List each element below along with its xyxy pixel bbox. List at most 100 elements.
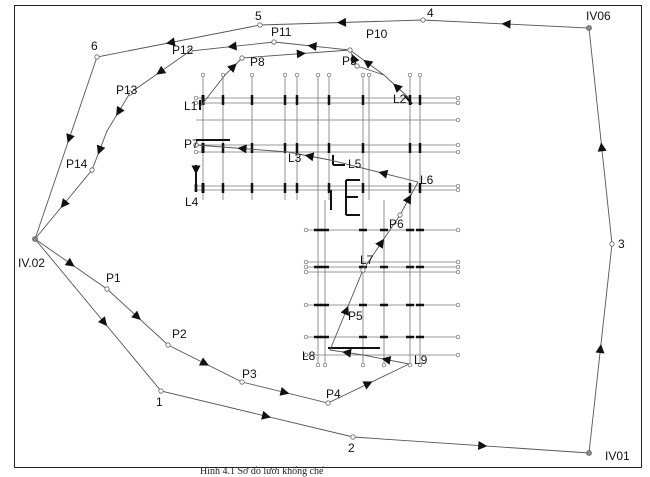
structure-column: [250, 183, 254, 193]
structure-column: [201, 95, 205, 105]
grid-bubble: [455, 117, 461, 123]
direction-arrow: [261, 410, 271, 420]
label-p13: P13: [116, 83, 138, 97]
structure-column: [201, 183, 205, 193]
grid-bubble: [455, 142, 461, 148]
grid-bubble: [407, 72, 413, 78]
label-l4: L4: [185, 195, 199, 209]
structure-column: [321, 228, 329, 232]
structure-column: [416, 303, 424, 307]
structure-column: [361, 143, 365, 153]
point-labels: IV.02 IV06 IV01 1 2 3 4 5 6 P1 P2 P3 P4 …: [18, 6, 630, 463]
structure-column: [250, 143, 254, 153]
structure-column: [416, 335, 424, 339]
grid-bubble: [294, 72, 300, 78]
label-p3: P3: [242, 367, 257, 381]
structure-walls: [195, 95, 413, 349]
structure-column: [406, 228, 414, 232]
structure-column: [416, 228, 424, 232]
grid-bubble: [303, 334, 309, 340]
label-p11: P11: [271, 25, 292, 39]
direction-arrow: [64, 257, 75, 267]
label-iv06: IV06: [586, 9, 611, 23]
grid-bubble: [326, 72, 332, 78]
grid-bubble: [455, 269, 461, 275]
direction-arrow: [165, 37, 176, 47]
structure-column: [408, 95, 412, 105]
label-p6: P6: [389, 217, 404, 231]
structure-column: [380, 228, 388, 232]
label-p5: P5: [348, 309, 363, 323]
label-l1: L1: [184, 99, 198, 113]
structure-column: [283, 95, 287, 105]
grid-bubble: [303, 227, 309, 233]
label-6: 6: [91, 39, 98, 53]
grid-bubble: [315, 72, 321, 78]
grid-bubble: [455, 95, 461, 101]
structure-column: [321, 303, 329, 307]
label-1: 1: [156, 395, 163, 409]
label-l5: L5: [348, 157, 362, 171]
structure-column: [221, 183, 225, 193]
grid-bubble: [455, 264, 461, 270]
grid-bubble: [360, 72, 366, 78]
direction-arrow: [279, 387, 290, 396]
direction-arrow: [375, 238, 385, 249]
figure-caption: Hình 4.1 Sơ đồ lưới khống chế: [200, 466, 324, 477]
station-points: [32, 17, 615, 456]
label-3: 3: [618, 237, 625, 251]
direction-arrow: [116, 105, 125, 116]
structure-column: [406, 265, 414, 269]
label-iv01: IV01: [605, 449, 630, 463]
structure-column: [327, 183, 331, 193]
direction-arrow: [402, 194, 412, 205]
direction-arrow: [131, 310, 141, 321]
grid-bubble: [303, 269, 309, 275]
structure-column: [380, 303, 388, 307]
structure-column: [361, 183, 365, 193]
label-p12: P12: [172, 43, 194, 57]
grid-bubble: [303, 302, 309, 308]
label-p8: P8: [250, 55, 265, 69]
label-iv02: IV.02: [18, 256, 45, 270]
structure-column: [327, 143, 331, 153]
structure-column: [406, 303, 414, 307]
label-p9: P9: [342, 54, 357, 68]
structure-column: [321, 265, 329, 269]
grid-bubble: [322, 362, 328, 368]
label-l7: L7: [360, 253, 374, 267]
label-2: 2: [348, 441, 355, 455]
structure-column: [314, 265, 322, 269]
direction-arrow: [378, 169, 389, 179]
grid-bubble: [417, 72, 423, 78]
label-l3: L3: [288, 151, 302, 165]
grid-bubble: [417, 362, 423, 368]
structure-column: [418, 143, 422, 153]
grid-bubbles: [193, 72, 461, 368]
grid-bubble: [455, 100, 461, 106]
structure-column: [295, 95, 299, 105]
structure-column: [359, 335, 367, 339]
label-5: 5: [255, 9, 262, 23]
direction-arrow: [191, 165, 201, 175]
structure-column: [418, 183, 422, 193]
label-p4: P4: [326, 387, 341, 401]
grid-bubble: [193, 149, 199, 155]
structure-column: [327, 95, 331, 105]
structure-column: [295, 143, 299, 153]
direction-arrow: [393, 83, 403, 93]
label-l8: L8: [302, 349, 316, 363]
direction-arrow: [97, 316, 108, 327]
direction-arrow: [156, 65, 167, 75]
label-p10: P10: [366, 27, 388, 41]
grid-bubble: [200, 72, 206, 78]
direction-arrow: [96, 144, 106, 155]
direction-arrow: [597, 142, 607, 152]
grid-bubble: [366, 72, 372, 78]
direction-arrow: [198, 357, 210, 366]
grid-bubble: [455, 149, 461, 155]
direction-arrow: [501, 19, 511, 29]
direction-arrow: [381, 355, 392, 365]
direction-arrow: [307, 41, 317, 51]
